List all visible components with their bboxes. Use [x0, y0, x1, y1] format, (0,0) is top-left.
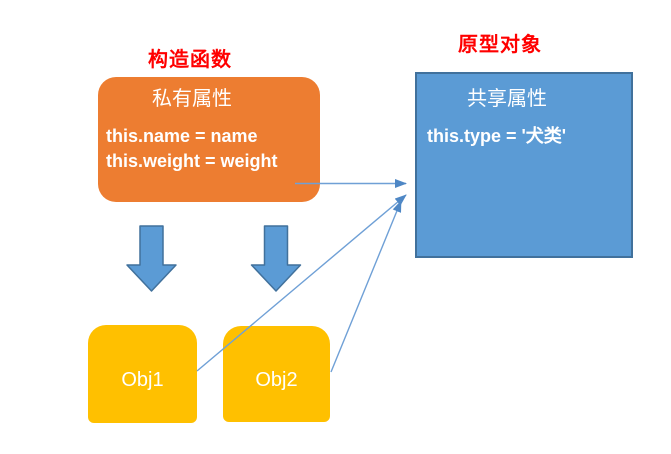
obj2-label: Obj2 — [255, 368, 298, 391]
obj1-box: Obj1 — [88, 325, 197, 423]
prototype-code: this.type = '犬类' — [417, 124, 631, 149]
prototype-box-heading: 共享属性 — [467, 88, 547, 110]
obj1-label: Obj1 — [121, 368, 164, 391]
prototype-title: 原型对象 — [458, 34, 542, 56]
code-line-name: this.name = name — [106, 126, 258, 146]
obj2-box: Obj2 — [223, 326, 330, 422]
connector-arrow-obj2-to-prototype — [330, 200, 402, 373]
code-line-type: this.type = '犬类' — [427, 126, 567, 146]
down-arrow-icon-obj2 — [250, 225, 302, 292]
constructor-title: 构造函数 — [148, 49, 232, 71]
code-line-weight: this.weight = weight — [106, 151, 278, 171]
down-arrow-icon-obj1 — [126, 225, 177, 292]
prototype-box: 共享属性 this.type = '犬类' — [415, 72, 633, 258]
constructor-box-heading: 私有属性 — [152, 88, 232, 110]
constructor-code: this.name = name this.weight = weight — [98, 124, 320, 174]
constructor-box: 私有属性 this.name = name this.weight = weig… — [98, 77, 320, 202]
